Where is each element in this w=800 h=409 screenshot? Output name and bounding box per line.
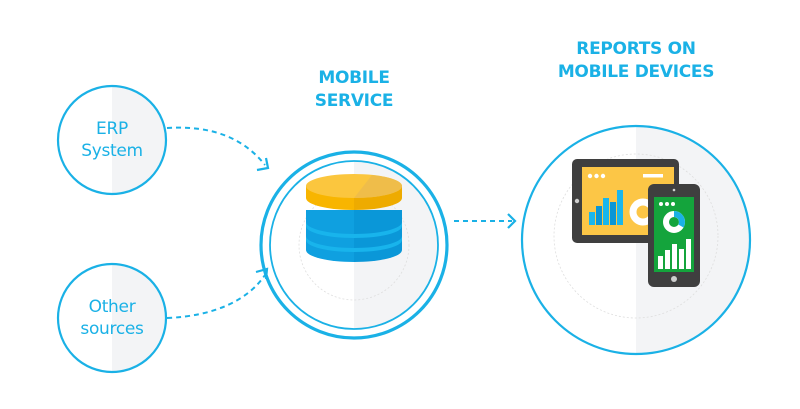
node-inner-ring xyxy=(269,160,439,330)
decorative-dotted-ring xyxy=(553,153,719,319)
node-mobile-service xyxy=(259,150,449,340)
phone-bar-chart xyxy=(658,239,691,269)
node-outline xyxy=(520,124,752,356)
database-icon xyxy=(306,174,402,262)
title-line: REPORTS ON xyxy=(576,39,696,59)
phone-icon xyxy=(648,184,700,287)
label-line: ERP xyxy=(96,119,128,139)
edge-erp-to-mobile-service xyxy=(166,126,270,172)
node-outline xyxy=(56,262,168,374)
node-outline xyxy=(56,84,168,196)
label-line: System xyxy=(81,141,143,161)
decorative-dotted-ring xyxy=(298,189,410,301)
edge-mobile-service-to-reports xyxy=(454,213,517,229)
title-line: SERVICE xyxy=(314,91,394,111)
dashed-connector xyxy=(166,126,266,166)
arrowhead-icon xyxy=(256,157,270,172)
chart-bar xyxy=(603,198,609,225)
title-line: MOBILE xyxy=(318,68,390,88)
chart-bar xyxy=(686,239,691,269)
node-outer-ring xyxy=(259,150,449,340)
chart-bar xyxy=(589,212,595,225)
mobile-service-title: MOBILE SERVICE xyxy=(292,67,416,113)
edge-other-to-mobile-service xyxy=(166,267,269,319)
arrowhead-icon xyxy=(507,213,517,229)
erp-system-label: ERP System xyxy=(62,118,162,162)
phone-donut-chart xyxy=(663,211,685,233)
chart-bar xyxy=(610,202,616,225)
arrowhead-icon xyxy=(255,267,269,280)
chart-bar xyxy=(658,256,663,269)
chart-bar xyxy=(665,250,670,269)
chart-bar xyxy=(617,190,623,225)
tablet-bar-chart xyxy=(589,190,623,225)
chart-bar xyxy=(672,244,677,269)
label-line: Other xyxy=(88,297,136,317)
node-reports-on-mobile-devices xyxy=(520,124,752,356)
other-sources-label: Other sources xyxy=(62,296,162,340)
chart-bar xyxy=(596,206,602,225)
title-line: MOBILE DEVICES xyxy=(557,62,715,82)
chart-bar xyxy=(679,249,684,269)
label-line: sources xyxy=(80,319,144,339)
dashed-connector xyxy=(166,274,266,319)
reports-title: REPORTS ON MOBILE DEVICES xyxy=(556,38,716,84)
